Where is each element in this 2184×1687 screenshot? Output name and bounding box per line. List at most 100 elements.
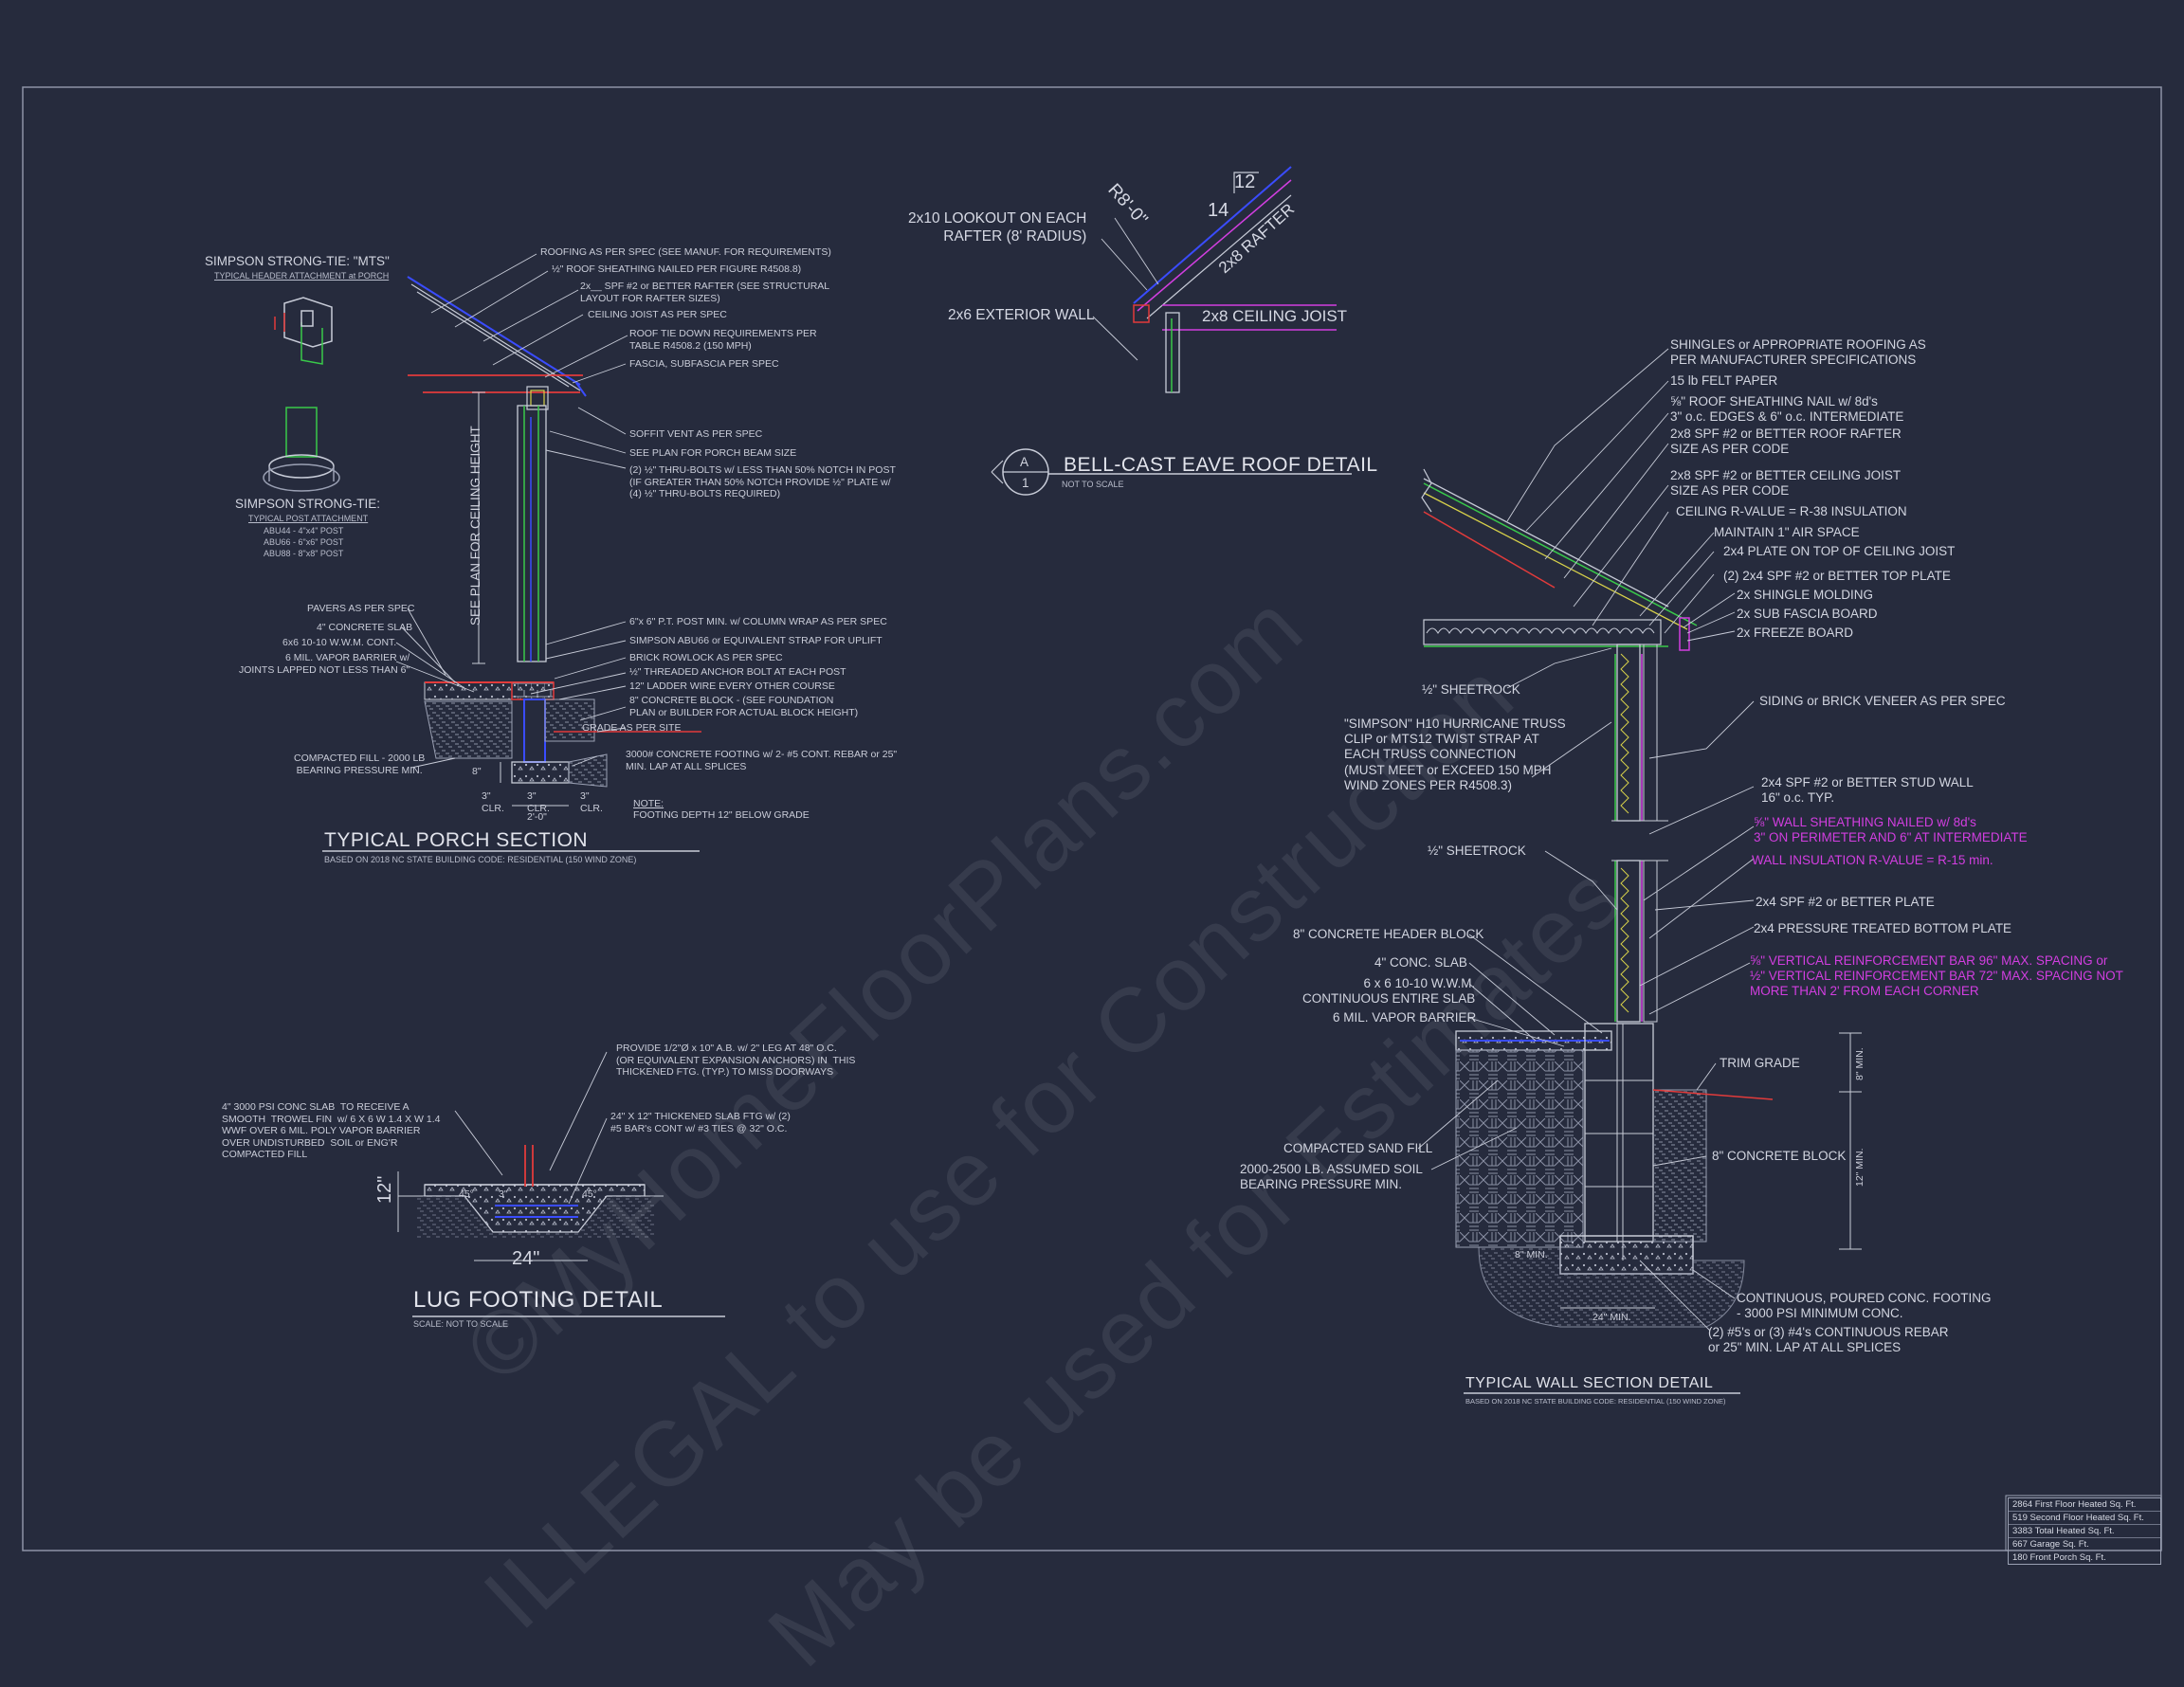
porch-callout: ROOF TIE DOWN REQUIREMENTS PER TABLE R45…: [629, 328, 817, 352]
lug-dim-height: 12": [374, 1175, 395, 1204]
lug-callout-footing: 24" X 12" THICKENED SLAB FTG w/ (2) #5 B…: [610, 1111, 791, 1134]
wall-sheetrock-top: ½" SHEETROCK: [1422, 682, 1520, 697]
porch-callout: (2) ½" THRU-BOLTS w/ LESS THAN 50% NOTCH…: [629, 464, 896, 500]
porch-callout: 12" LADDER WIRE EVERY OTHER COURSE: [629, 680, 835, 692]
eave-title: BELL-CAST EAVE ROOF DETAIL: [1064, 454, 1378, 476]
porch-callout: 6"x 6" P.T. POST MIN. w/ COLUMN WRAP AS …: [629, 616, 887, 627]
stats-row: 3383 Total Heated Sq. Ft.: [2009, 1525, 2160, 1538]
porch-note-body: FOOTING DEPTH 12" BELOW GRADE: [633, 809, 810, 821]
wall-plate: 2x4 SPF #2 or BETTER PLATE: [1756, 895, 1935, 909]
wall-left-callout: 6 MIL. VAPOR BARRIER: [1333, 1010, 1477, 1025]
eave-subtitle: NOT TO SCALE: [1062, 480, 1124, 489]
eave-lookout: 2x10 LOOKOUT ON EACH RAFTER (8' RADIUS): [908, 210, 1087, 245]
porch-callout: ROOFING AS PER SPEC (SEE MANUF. FOR REQU…: [540, 246, 831, 258]
wall-footing: CONTINUOUS, POURED CONC. FOOTING - 3000 …: [1737, 1291, 1992, 1321]
wall-left-callout: 4" CONC. SLAB: [1374, 955, 1467, 970]
porch-dim: 2'-0": [527, 811, 547, 823]
porch-dim: 8": [472, 766, 482, 777]
eave-pitch-run: 12: [1234, 172, 1256, 192]
porch-callout: ½" THREADED ANCHOR BOLT AT EACH POST: [629, 666, 846, 678]
wall-reinforcement: ⅝" VERTICAL REINFORCEMENT BAR 96" MAX. S…: [1750, 953, 2123, 999]
eave-tag-bottom: 1: [1022, 476, 1029, 490]
lug-angle-right: 45°: [582, 1188, 597, 1200]
eave-tag-top: A: [1020, 455, 1029, 469]
porch-note-head: NOTE:: [633, 798, 664, 809]
porch-callout: SIMPSON ABU66 or EQUIVALENT STRAP FOR UP…: [629, 635, 883, 646]
porch-callout-left: PAVERS AS PER SPEC: [307, 603, 415, 614]
simpson-mts-title: SIMPSON STRONG-TIE: "MTS": [205, 254, 390, 268]
porch-callout-left: 6x6 10-10 W.W.M. CONT.: [282, 637, 397, 648]
wall-roof-callout: 2x8 SPF #2 or BETTER ROOF RAFTER SIZE AS…: [1670, 426, 1902, 457]
porch-callout: 8" CONCRETE BLOCK - (SEE FOUNDATION PLAN…: [629, 695, 859, 718]
simpson-post-subtitle: TYPICAL POST ATTACHMENT: [248, 514, 369, 523]
wall-subtitle: BASED ON 2018 NC STATE BUILDING CODE: RE…: [1465, 1397, 1726, 1406]
porch-callout: GRADE AS PER SITE: [582, 722, 682, 734]
wall-left-callout: 8" CONCRETE HEADER BLOCK: [1293, 927, 1484, 941]
wall-stud: 2x4 SPF #2 or BETTER STUD WALL 16" o.c. …: [1761, 775, 1974, 806]
eave-ceiling-joist: 2x8 CEILING JOIST: [1202, 307, 1348, 325]
wall-insulation: WALL INSULATION R-VALUE = R-15 min.: [1752, 853, 1993, 867]
porch-section-drawing: [263, 253, 701, 852]
porch-title: TYPICAL PORCH SECTION: [324, 829, 589, 851]
lug-footing-drawing: [397, 1051, 725, 1317]
porch-callout: ½" ROOF SHEATHING NAILED PER FIGURE R450…: [552, 263, 802, 275]
porch-callout-left: 4" CONCRETE SLAB: [317, 622, 413, 633]
stats-row: 180 Front Porch Sq. Ft.: [2012, 1552, 2106, 1563]
lug-title: LUG FOOTING DETAIL: [413, 1287, 664, 1313]
simpson-post-item: ABU88 - 8"x8" POST: [264, 549, 344, 558]
lug-callout-slab: 4" 3000 PSI CONC SLAB TO RECEIVE A SMOOT…: [222, 1101, 441, 1161]
wall-roof-callout: 2x SUB FASCIA BOARD: [1737, 607, 1878, 621]
wall-roof-callout: 2x8 SPF #2 or BETTER CEILING JOIST SIZE …: [1670, 468, 1902, 499]
wall-roof-callout: ⅝" ROOF SHEATHING NAIL w/ 8d's 3" o.c. E…: [1670, 394, 1904, 425]
drawing-sheet: [22, 86, 2162, 1551]
wall-title: TYPICAL WALL SECTION DETAIL: [1465, 1375, 1714, 1391]
ceiling-height-label: SEE PLAN FOR CEILING HEIGHT: [468, 426, 482, 626]
wall-dim-24: 24" MIN.: [1592, 1312, 1631, 1323]
porch-callout: 2x__ SPF #2 or BETTER RAFTER (SEE STRUCT…: [580, 281, 830, 304]
porch-callout: SEE PLAN FOR PORCH BEAM SIZE: [629, 447, 797, 459]
wall-rebar: (2) #5's or (3) #4's CONTINUOUS REBAR or…: [1708, 1325, 1949, 1355]
lug-dim-width: 24": [512, 1248, 540, 1269]
porch-callout: SOFFIT VENT AS PER SPEC: [629, 428, 763, 440]
porch-dim: 3" CLR.: [580, 790, 603, 814]
porch-callout-left: 6 MIL. VAPOR BARRIER w/ JOINTS LAPPED NO…: [239, 652, 410, 676]
porch-dim: 3" CLR.: [527, 790, 550, 814]
eave-ext-wall: 2x6 EXTERIOR WALL: [948, 307, 1095, 323]
wall-roof-callout: SHINGLES or APPROPRIATE ROOFING AS PER M…: [1670, 337, 1926, 368]
lug-dim-3: 3": [499, 1188, 508, 1200]
lug-callout-anchor: PROVIDE 1/2"Ø x 10" A.B. w/ 2" LEG AT 48…: [616, 1043, 856, 1079]
porch-callout: CEILING JOIST AS PER SPEC: [588, 309, 727, 320]
wall-trim-grade: TRIM GRADE: [1720, 1056, 1800, 1070]
wall-dim-8min: 8" MIN.: [1854, 1047, 1866, 1080]
wall-section-drawing: [1417, 348, 1862, 1394]
wall-siding: SIDING or BRICK VENEER AS PER SPEC: [1759, 694, 2006, 708]
wall-hurricane-clip: "SIMPSON" H10 HURRICANE TRUSS CLIP or MT…: [1344, 717, 1566, 792]
wall-dim-8: 8" MIN.: [1515, 1249, 1548, 1261]
wall-roof-callout: MAINTAIN 1" AIR SPACE: [1714, 525, 1860, 539]
wall-roof-callout: (2) 2x4 SPF #2 or BETTER TOP PLATE: [1723, 569, 1951, 583]
simpson-mts-subtitle: TYPICAL HEADER ATTACHMENT at PORCH: [214, 271, 390, 281]
porch-subtitle: BASED ON 2018 NC STATE BUILDING CODE: RE…: [324, 855, 637, 864]
wall-roof-callout: 2x4 PLATE ON TOP OF CEILING JOIST: [1723, 544, 1956, 558]
wall-left-callout: 6 x 6 10-10 W.W.M. CONTINUOUS ENTIRE SLA…: [1302, 976, 1476, 1007]
wall-sheathing: ⅝" WALL SHEATHING NAILED w/ 8d's 3" ON P…: [1754, 815, 2028, 845]
simpson-post-item: ABU44 - 4"x4" POST: [264, 526, 344, 535]
sheet-border: [22, 86, 2162, 1551]
stats-row: 667 Garage Sq. Ft.: [2009, 1538, 2160, 1551]
porch-callout: 3000# CONCRETE FOOTING w/ 2- #5 CONT. RE…: [626, 749, 898, 772]
simpson-post-title: SIMPSON STRONG-TIE:: [235, 497, 381, 511]
wall-dim-12min: 12" MIN.: [1854, 1148, 1866, 1188]
stats-row: 519 Second Floor Heated Sq. Ft.: [2009, 1512, 2160, 1525]
wall-pt-plate: 2x4 PRESSURE TREATED BOTTOM PLATE: [1754, 921, 2012, 935]
wall-sheetrock-mid: ½" SHEETROCK: [1428, 844, 1526, 858]
wall-concrete-block: 8" CONCRETE BLOCK: [1712, 1149, 1847, 1163]
lug-angle-left: 45°: [459, 1188, 474, 1200]
bell-cast-eave-drawing: [991, 166, 1352, 496]
porch-dim: 3" CLR.: [482, 790, 504, 814]
wall-roof-callout: 2x FREEZE BOARD: [1737, 626, 1854, 640]
porch-callout: BRICK ROWLOCK AS PER SPEC: [629, 652, 783, 663]
lug-subtitle: SCALE: NOT TO SCALE: [413, 1319, 509, 1329]
eave-pitch-rise: 14: [1208, 200, 1229, 221]
wall-roof-callout: CEILING R-VALUE = R-38 INSULATION: [1676, 504, 1907, 518]
wall-sand-fill: COMPACTED SAND FILL: [1283, 1141, 1433, 1155]
